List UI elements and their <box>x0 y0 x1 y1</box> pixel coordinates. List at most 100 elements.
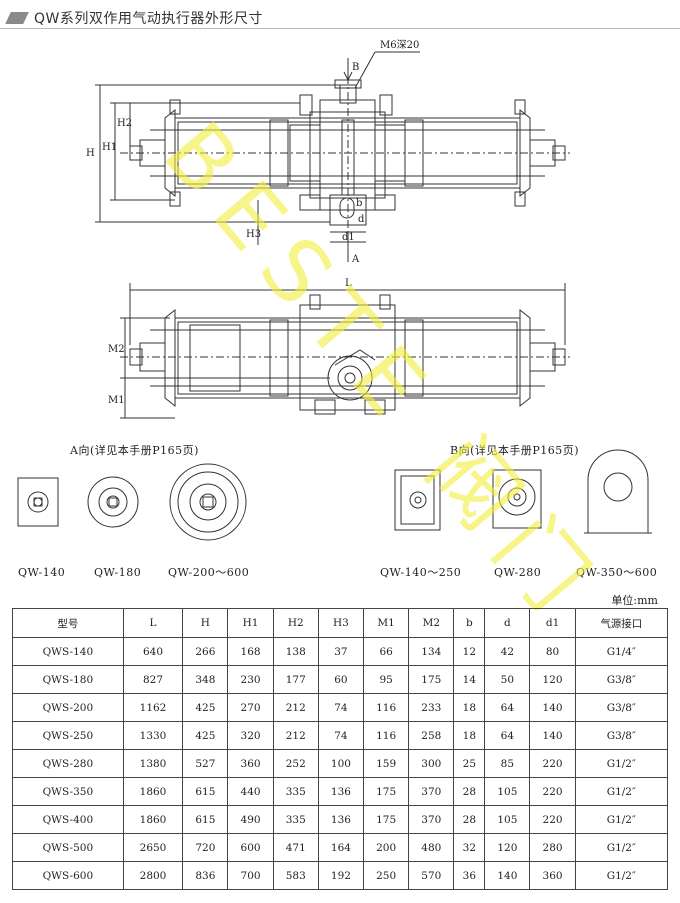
table-cell: 320 <box>227 721 274 750</box>
b-view-title: B向(详见本手册P165页) <box>450 443 579 457</box>
table-cell: 66 <box>363 637 410 666</box>
col-header: H2 <box>272 608 319 638</box>
dim-h3: H3 <box>246 229 261 240</box>
table-cell: 64 <box>484 721 531 750</box>
table-cell: 100 <box>317 749 365 778</box>
table-cell: G3/8″ <box>574 693 669 722</box>
table-cell: 60 <box>317 665 365 694</box>
table-cell: 640 <box>122 637 184 666</box>
table-cell: 2800 <box>122 861 184 890</box>
table-cell: 28 <box>453 805 486 834</box>
table-cell: QWS-140 <box>12 637 124 666</box>
table-cell: G1/2″ <box>574 749 669 778</box>
b-caption-1: QW-140～250 <box>380 566 461 579</box>
table-cell: G1/2″ <box>574 805 669 834</box>
table-cell: 220 <box>529 805 576 834</box>
col-header: H1 <box>227 608 274 638</box>
table-cell: 258 <box>408 721 455 750</box>
table-cell: G3/8″ <box>574 721 669 750</box>
table-cell: 360 <box>529 861 576 890</box>
technical-drawing: M6深20 B A H H1 H2 H3 b d d1 L M2 M1 A向(详… <box>17 39 657 579</box>
unit-label: 单位:mm <box>611 594 658 607</box>
table-cell: 1330 <box>122 721 184 750</box>
col-header: d <box>484 608 531 638</box>
table-cell: 120 <box>484 833 531 862</box>
table-cell: 116 <box>363 721 410 750</box>
table-header-row: 型号 L H H1 H2 H3 M1 M2 b d d1 气源接口 <box>12 608 669 638</box>
col-header: M1 <box>363 608 410 638</box>
table-cell: 138 <box>272 637 319 666</box>
table-cell: 37 <box>317 637 365 666</box>
table-cell: 600 <box>227 833 274 862</box>
table-cell: 270 <box>227 693 274 722</box>
col-header: L <box>122 608 184 638</box>
table-cell: QWS-500 <box>12 833 124 862</box>
dim-l: L <box>345 278 352 289</box>
table-cell: 168 <box>227 637 274 666</box>
table-cell: QWS-250 <box>12 721 124 750</box>
table-cell: QWS-280 <box>12 749 124 778</box>
table-cell: 1162 <box>122 693 184 722</box>
b-view-140-250 <box>394 469 441 531</box>
table-cell: 140 <box>484 861 531 890</box>
table-cell: 136 <box>317 777 365 806</box>
dim-h2: H2 <box>117 118 132 129</box>
table-cell: 480 <box>408 833 455 862</box>
dim-h: H <box>86 148 95 159</box>
table-cell: QWS-200 <box>12 693 124 722</box>
table-cell: 370 <box>408 777 455 806</box>
table-cell: QWS-600 <box>12 861 124 890</box>
table-cell: 175 <box>363 805 410 834</box>
table-cell: G1/4″ <box>574 637 669 666</box>
col-header: M2 <box>408 608 455 638</box>
table-cell: 827 <box>122 665 184 694</box>
table-cell: 471 <box>272 833 319 862</box>
table-cell: 140 <box>529 693 576 722</box>
dim-d1: d1 <box>342 232 355 243</box>
table-cell: 42 <box>484 637 531 666</box>
page-title: QW系列双作用气动执行器外形尺寸 <box>34 11 263 27</box>
table-cell: 105 <box>484 805 531 834</box>
table-cell: 159 <box>363 749 410 778</box>
a-view-200-600 <box>169 463 247 541</box>
table-cell: 1860 <box>122 777 184 806</box>
arrow-a-label: A <box>351 254 360 265</box>
b-caption-3: QW-350～600 <box>576 566 657 579</box>
table-cell: G1/2″ <box>574 861 669 890</box>
b-view-280 <box>492 469 542 529</box>
table-cell: 85 <box>484 749 531 778</box>
table-cell: 50 <box>484 665 531 694</box>
dim-h1: H1 <box>102 142 117 153</box>
table-cell: 266 <box>182 637 229 666</box>
col-header: d1 <box>529 608 576 638</box>
dim-m2: M2 <box>108 344 125 355</box>
table-cell: 175 <box>408 665 455 694</box>
table-cell: 74 <box>317 721 365 750</box>
table-cell: 360 <box>227 749 274 778</box>
header-rule <box>0 28 680 29</box>
table-cell: 116 <box>363 693 410 722</box>
table-cell: 570 <box>408 861 455 890</box>
b-caption-2: QW-280 <box>494 566 541 579</box>
table-cell: 64 <box>484 693 531 722</box>
a-caption-3: QW-200～600 <box>168 566 249 579</box>
table-cell: 177 <box>272 665 319 694</box>
table-cell: 425 <box>182 721 229 750</box>
col-header: H3 <box>317 608 365 638</box>
table-cell: 120 <box>529 665 576 694</box>
table-cell: 230 <box>227 665 274 694</box>
table-cell: G1/2″ <box>574 833 669 862</box>
table-cell: 720 <box>182 833 229 862</box>
table-cell: 2650 <box>122 833 184 862</box>
table-cell: 335 <box>272 777 319 806</box>
table-cell: 18 <box>453 721 486 750</box>
table-cell: 583 <box>272 861 319 890</box>
table-cell: 140 <box>529 721 576 750</box>
callout-thread: M6深20 <box>380 39 419 51</box>
table-cell: 25 <box>453 749 486 778</box>
